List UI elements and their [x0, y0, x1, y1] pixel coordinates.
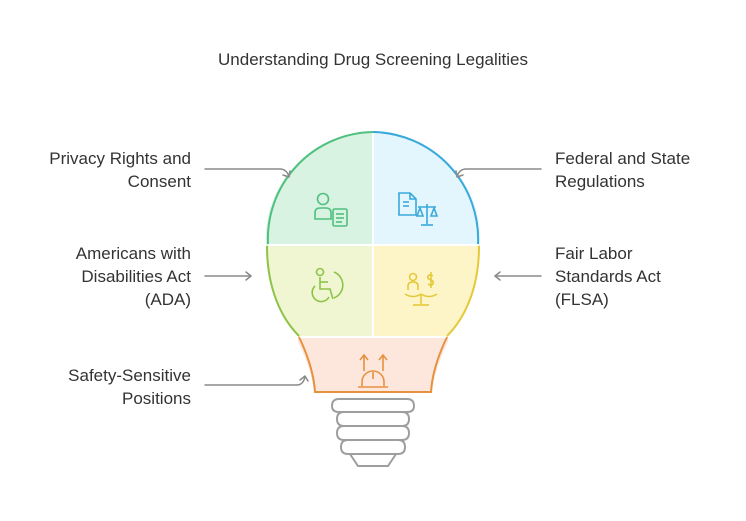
privacy-label-line-2: Consent	[127, 172, 191, 191]
federal-regulations-label: Federal and State Regulations	[555, 147, 740, 193]
diagram-title: Understanding Drug Screening Legalities	[218, 50, 528, 69]
ada-label: Americans with Disabilities Act (ADA)	[20, 242, 191, 311]
person-money-scale-icon	[404, 272, 438, 306]
federal-arrow	[455, 168, 542, 178]
ada-segment	[265, 245, 373, 338]
federal-segment	[373, 131, 481, 245]
safety-sensitive-label: Safety-Sensitive Positions	[20, 364, 191, 410]
safety-label-line-2: Positions	[122, 389, 191, 408]
flsa-label-line-3: (FLSA)	[555, 290, 609, 309]
connector-arrows	[204, 168, 542, 386]
wheelchair-icon	[311, 267, 344, 303]
flsa-outline	[446, 245, 480, 337]
federal-label-line-2: Regulations	[555, 172, 645, 191]
privacy-rights-label: Privacy Rights and Consent	[20, 147, 191, 193]
ada-label-line-2: Disabilities Act	[81, 267, 191, 286]
federal-label-line-1: Federal and State	[555, 149, 691, 168]
flsa-arrow	[494, 271, 542, 281]
ada-outline	[266, 245, 300, 337]
federal-outline	[372, 131, 480, 245]
privacy-label-line-1: Privacy Rights and	[49, 149, 191, 168]
document-scales-icon	[398, 192, 439, 226]
ada-label-line-1: Americans with	[75, 244, 191, 263]
flsa-label-line-1: Fair Labor	[555, 244, 633, 263]
bulb-base	[330, 398, 416, 467]
person-document-icon	[314, 192, 348, 227]
ada-arrow	[204, 271, 252, 281]
flsa-segment	[373, 245, 481, 338]
hardhat-arrows-icon	[358, 353, 388, 388]
ada-label-line-3: (ADA)	[144, 290, 191, 309]
flsa-label-line-2: Standards Act	[555, 267, 661, 286]
safety-segment	[265, 338, 481, 393]
safety-label-line-1: Safety-Sensitive	[68, 366, 191, 385]
privacy-segment	[265, 131, 373, 245]
privacy-arrow	[204, 168, 291, 178]
privacy-outline	[266, 131, 374, 245]
flsa-label: Fair Labor Standards Act (FLSA)	[555, 242, 740, 311]
safety-outline	[298, 336, 448, 393]
safety-arrow	[204, 375, 309, 386]
